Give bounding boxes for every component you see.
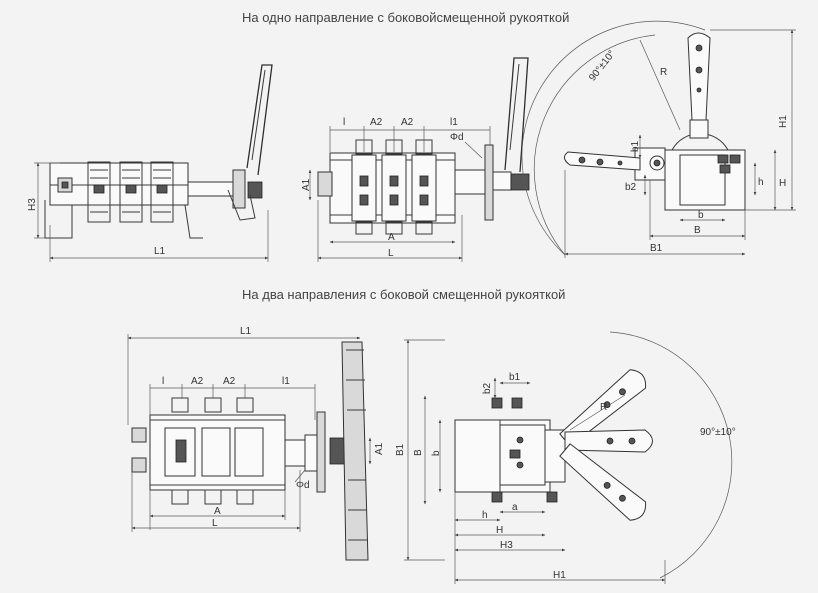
dim-h: h xyxy=(758,177,764,188)
dim-A: A xyxy=(214,506,221,517)
dim-B: B xyxy=(694,225,701,236)
dim-L1: L1 xyxy=(240,326,252,337)
dim-A2-first: A2 xyxy=(191,376,204,387)
dim-H1: H1 xyxy=(778,115,789,128)
dim-b1: b1 xyxy=(630,140,641,152)
dim-H3: H3 xyxy=(27,198,38,211)
dim-L1: L1 xyxy=(154,246,166,257)
dim-H: H xyxy=(496,525,503,536)
dim-d: Φd xyxy=(450,132,464,143)
dim-b2: b2 xyxy=(482,382,493,394)
dim-l: l xyxy=(343,117,345,128)
dim-R: R xyxy=(600,402,607,413)
dim-R: R xyxy=(660,67,667,78)
dim-l1: l1 xyxy=(450,117,458,128)
dim-A: A xyxy=(388,232,395,243)
dim-B1: B1 xyxy=(650,243,663,254)
dim-L: L xyxy=(388,248,394,259)
top-front-view: l A2 A2 l1 Φd A1 A L xyxy=(301,57,530,262)
dim-B1: B1 xyxy=(395,443,406,456)
dim-a: a xyxy=(512,502,518,513)
dim-b1: b1 xyxy=(509,372,521,383)
dim-b2: b2 xyxy=(625,182,637,193)
heading-two-directions: На два направления с боковой смещенной р… xyxy=(242,287,566,302)
angle-label: 90°±10° xyxy=(587,48,618,83)
dim-b: b xyxy=(698,210,704,221)
dim-H1: H1 xyxy=(553,570,566,581)
dim-H3: H3 xyxy=(500,540,513,551)
dim-A2-first: A2 xyxy=(370,117,383,128)
top-side-view: L1 H3 xyxy=(27,64,273,262)
dim-h: h xyxy=(482,510,488,521)
dim-L: L xyxy=(212,518,218,529)
top-end-view: 90°±10° R b1 b2 h H H1 xyxy=(521,20,796,258)
angle-label: 90°±10° xyxy=(700,427,736,438)
dim-A1: A1 xyxy=(374,442,385,455)
bottom-front-view: L1 l A2 A2 l1 A1 Φd A L xyxy=(127,326,385,561)
dim-A1: A1 xyxy=(301,178,312,191)
dim-l: l xyxy=(162,376,164,387)
dim-b: b xyxy=(431,450,442,456)
dim-A2-second: A2 xyxy=(223,376,236,387)
heading-single-direction: На одно направление с боковойсмещенной р… xyxy=(242,10,570,25)
dim-H: H xyxy=(779,178,786,189)
dim-d: Φd xyxy=(296,480,310,491)
dim-B: B xyxy=(413,449,424,456)
dim-A2-second: A2 xyxy=(401,117,414,128)
bottom-end-view: 90°±10° R b2 b1 B1 xyxy=(395,331,736,584)
dim-l1: l1 xyxy=(282,376,290,387)
